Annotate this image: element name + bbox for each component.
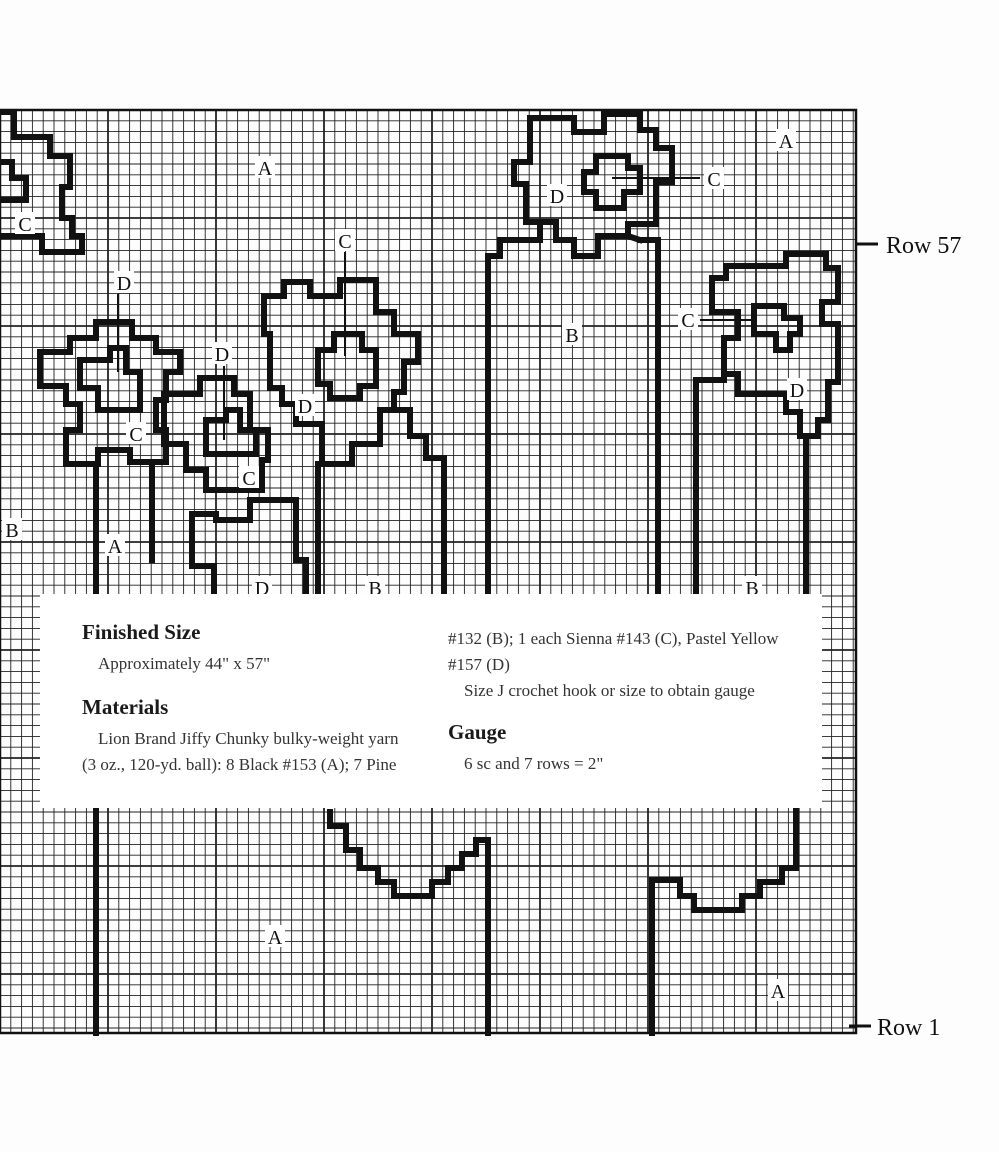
row-57-label: Row 57 bbox=[886, 233, 961, 259]
finished-size-heading: Finished Size bbox=[82, 620, 201, 644]
flower-6-center-outline bbox=[751, 303, 803, 353]
label-backing bbox=[114, 271, 134, 293]
label-backing bbox=[768, 979, 788, 1001]
flower-3-outline bbox=[161, 375, 271, 493]
flower-1-center-outline bbox=[0, 159, 29, 203]
grid-border bbox=[0, 108, 858, 1035]
color-label-c1: C bbox=[18, 214, 31, 236]
color-label-d1: D bbox=[117, 273, 131, 295]
label-backing bbox=[562, 323, 582, 345]
color-label-d5: D bbox=[790, 380, 804, 402]
label-backing bbox=[239, 466, 259, 488]
color-label-c2: C bbox=[338, 231, 351, 253]
flower-5-center-outline bbox=[581, 153, 643, 211]
stem-3-outline bbox=[189, 497, 309, 597]
flower-4-outline bbox=[261, 277, 421, 467]
stem-5-outline bbox=[391, 407, 447, 597]
color-label-c6: C bbox=[681, 310, 694, 332]
label-backing bbox=[2, 518, 22, 540]
flower-1-outline bbox=[0, 109, 85, 255]
label-backing bbox=[255, 156, 275, 178]
stem-7-outline bbox=[624, 232, 661, 597]
color-label-d3: D bbox=[298, 396, 312, 418]
label-backing bbox=[742, 576, 762, 598]
color-label-b2: B bbox=[565, 325, 578, 347]
gauge-text: 6 sc and 7 rows = 2" bbox=[464, 754, 604, 773]
label-backing bbox=[678, 308, 698, 330]
color-label-a1: A bbox=[258, 158, 273, 180]
label-backing bbox=[15, 212, 35, 234]
color-label-c3: C bbox=[129, 424, 142, 446]
label-backing bbox=[212, 342, 232, 364]
color-label-a4: A bbox=[268, 927, 283, 949]
info-right-column: #132 (B); 1 each Sienna #143 (C), Pastel… bbox=[448, 626, 779, 777]
stem-3b-outline bbox=[189, 511, 217, 597]
label-backing bbox=[126, 422, 146, 444]
pattern-info-box: Finished Size Approximately 44" x 57" Ma… bbox=[40, 594, 822, 808]
label-backing bbox=[265, 925, 285, 947]
materials-heading: Materials bbox=[82, 695, 169, 719]
flower-4-center-outline bbox=[315, 331, 379, 401]
color-label-a5: A bbox=[771, 981, 786, 1003]
finished-size-text: Approximately 44" x 57" bbox=[98, 654, 271, 673]
label-backing bbox=[335, 229, 355, 251]
flower-2-center-outline bbox=[77, 345, 143, 413]
flower-6-outline bbox=[709, 251, 841, 439]
label-backing bbox=[365, 576, 385, 598]
leader-lines bbox=[117, 177, 756, 440]
materials-line-4: #157 (D) bbox=[448, 655, 510, 674]
flower-5-outline bbox=[485, 111, 675, 259]
label-backing bbox=[787, 378, 807, 400]
materials-line-2: (3 oz., 120-yd. ball): 8 Black #153 (A);… bbox=[82, 755, 397, 774]
flower-3-center-outline bbox=[203, 407, 259, 457]
color-label-d2: D bbox=[215, 344, 229, 366]
row-1-label: Row 1 bbox=[877, 1015, 940, 1041]
row-markers: Row 57 Row 1 bbox=[849, 233, 961, 1041]
bottom-bowl-2 bbox=[649, 807, 799, 1036]
color-label-d4: D bbox=[550, 186, 564, 208]
label-backing bbox=[295, 394, 315, 416]
bottom-bowl-1 bbox=[327, 809, 491, 1036]
stem-8-outline bbox=[693, 377, 727, 597]
info-left-column: Finished Size Approximately 44" x 57" Ma… bbox=[82, 620, 398, 778]
label-backing bbox=[776, 129, 796, 151]
label-backing bbox=[547, 184, 567, 206]
materials-line-1: Lion Brand Jiffy Chunky bulky-weight yar… bbox=[98, 729, 399, 748]
flower-2-outline bbox=[37, 319, 183, 467]
label-backing bbox=[105, 534, 125, 556]
color-label-b1: B bbox=[5, 520, 18, 542]
hook-text: Size J crochet hook or size to obtain ga… bbox=[464, 681, 755, 700]
color-label-c4: C bbox=[242, 468, 255, 490]
color-label-c5: C bbox=[707, 169, 720, 191]
color-label-a3: A bbox=[108, 536, 123, 558]
label-backing bbox=[252, 576, 272, 598]
motif-outlines bbox=[0, 109, 841, 1036]
label-backing bbox=[704, 167, 724, 189]
color-label-a2: A bbox=[779, 131, 794, 153]
materials-line-3: #132 (B); 1 each Sienna #143 (C), Pastel… bbox=[448, 629, 779, 648]
gauge-heading: Gauge bbox=[448, 720, 507, 744]
